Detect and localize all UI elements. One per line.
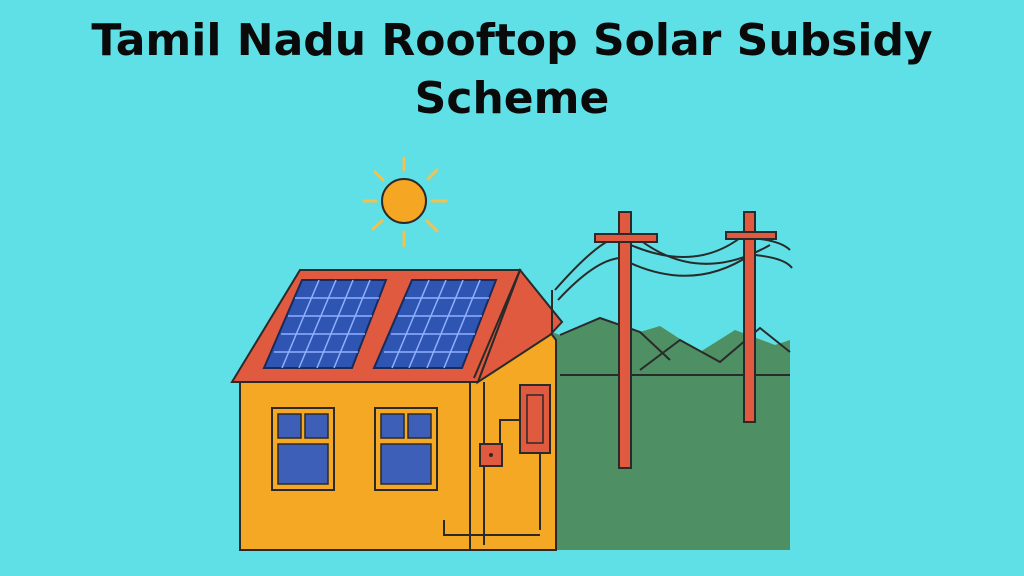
utility-pole-icon	[725, 211, 777, 423]
utility-pole-icon	[594, 211, 658, 469]
sun-icon	[362, 156, 448, 248]
page-title: Tamil Nadu Rooftop Solar Subsidy Scheme	[0, 12, 1024, 128]
power-lines	[554, 237, 793, 301]
electric-meter-icon	[519, 384, 551, 454]
solar-panel-icon	[372, 279, 498, 369]
window-left	[271, 407, 335, 491]
solar-panel-icon	[262, 279, 388, 369]
title-line-2: Scheme	[414, 73, 610, 124]
title-line-1: Tamil Nadu Rooftop Solar Subsidy	[91, 15, 933, 66]
junction-box-icon	[479, 443, 503, 467]
window-right	[374, 407, 438, 491]
hills-icon	[480, 316, 791, 550]
